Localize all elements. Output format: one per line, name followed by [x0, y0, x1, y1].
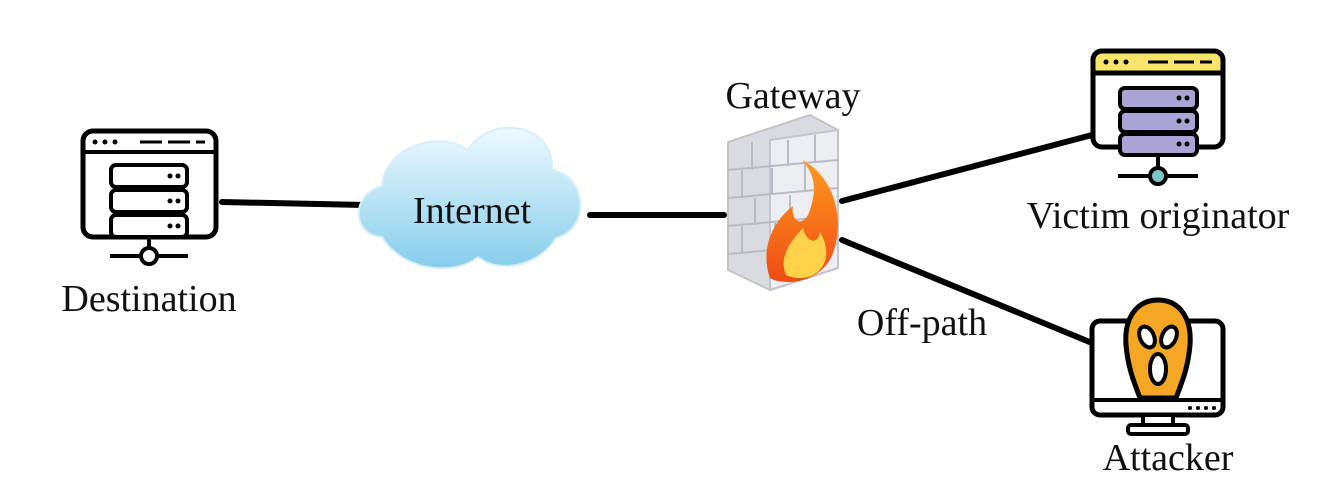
link-gateway-victim [839, 132, 1095, 204]
attacker-monitor-icon [1089, 297, 1226, 436]
internet-label: Internet [413, 190, 532, 232]
ghost-mask-icon [1123, 297, 1193, 401]
connection-lines [219, 132, 1095, 346]
cloud-icon [357, 126, 582, 270]
destination-label: Destination [61, 278, 236, 320]
gateway-label: Gateway [725, 75, 860, 117]
link-destination-internet [219, 199, 368, 208]
link-gateway-attacker [839, 237, 1095, 346]
off-path-label: Off-path [857, 302, 987, 344]
attacker-label: Attacker [1103, 437, 1234, 479]
victim-server-icon [1090, 48, 1226, 186]
destination-server-icon [80, 128, 219, 266]
firewall-icon [727, 113, 839, 292]
victim-label: Victim originator [1027, 195, 1290, 237]
